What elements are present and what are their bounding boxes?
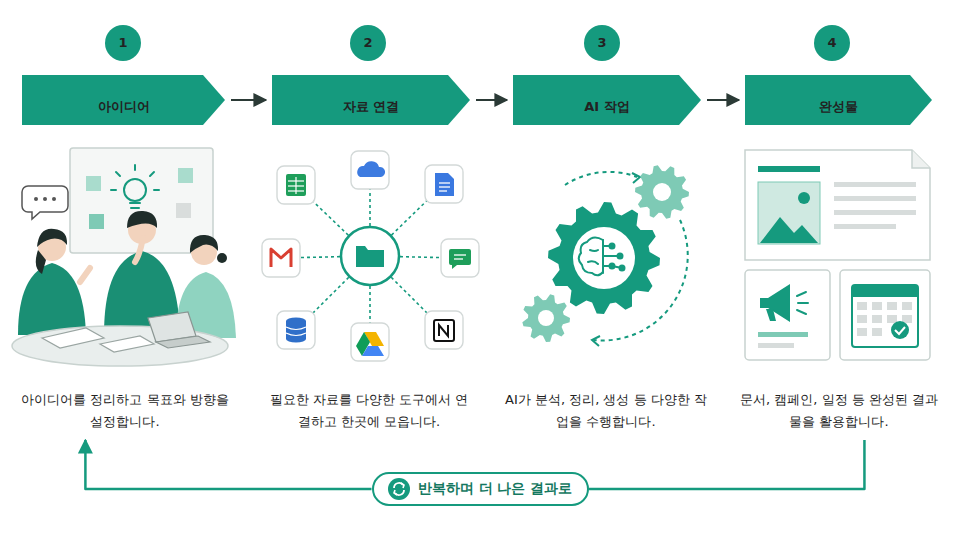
main-gear <box>548 202 660 314</box>
node-text: 2 <box>354 32 382 53</box>
step-number: 4 <box>814 25 850 61</box>
node-text: AI 작업 <box>517 96 697 117</box>
calendar-cell <box>887 315 897 323</box>
calendar-cell <box>857 328 867 336</box>
calendar-cell <box>857 302 867 310</box>
calendar-cell <box>887 302 897 310</box>
small-gear <box>522 294 570 342</box>
calendar-cell <box>872 302 882 310</box>
node-text: 아이디어 <box>26 96 221 117</box>
node-text: 1 <box>109 32 137 53</box>
calendar-cell <box>872 315 882 323</box>
node-text: 완성물 <box>749 96 928 117</box>
gear-hub <box>653 183 671 201</box>
refresh-icon <box>388 478 410 500</box>
small-gear <box>635 165 689 218</box>
loop-pill: 반복하며 더 나은 결과로 <box>372 472 589 506</box>
gear-hub <box>573 227 635 289</box>
node-text: 문서, 캠페인, 일정 등 완성된 결과물을 활용합니다. <box>737 389 941 432</box>
output-documents <box>745 150 930 360</box>
node-text: 필요한 자료를 다양한 도구에서 연결하고 한곳에 모읍니다. <box>264 389 474 432</box>
node-text: 자료 연결 <box>276 96 466 117</box>
step-banner: AI 작업 <box>513 75 701 125</box>
calendar-cell <box>872 328 882 336</box>
speech-bubble <box>22 186 68 219</box>
step-column: 아이디어를 정리하고 목표와 방향을 설정합니다. 1 아이디어 <box>15 22 235 440</box>
step-banner: 완성물 <box>745 75 932 125</box>
node-text: 4 <box>818 32 846 53</box>
step-arrow <box>476 99 507 101</box>
step-number: 1 <box>105 25 141 61</box>
step-banner: 아이디어 <box>22 75 225 125</box>
node-text: AI가 분석, 정리, 생성 등 다양한 작업을 수행합니다. <box>504 389 708 432</box>
ai-gears <box>522 165 689 346</box>
table <box>12 312 228 366</box>
step-banner: 자료 연결 <box>272 75 470 125</box>
tool-hub <box>262 151 479 361</box>
gear-hub <box>538 310 554 326</box>
people <box>18 211 236 338</box>
calendar-cell <box>857 315 867 323</box>
step-number: 3 <box>584 25 620 61</box>
step-arrow <box>707 99 739 101</box>
step-number: 2 <box>350 25 386 61</box>
step-column: AI가 분석, 정리, 생성 등 다양한 작업을 수행합니다. 3 AI 작업 <box>500 22 712 440</box>
loop-line <box>85 440 371 489</box>
node-text: 3 <box>588 32 616 53</box>
step-arrow <box>231 99 266 101</box>
step-column: 문서, 캠페인, 일정 등 완성된 결과물을 활용합니다. 4 완성물 <box>733 22 945 440</box>
node-text: 반복하며 더 나은 결과로 <box>418 480 573 498</box>
node-text: 아이디어를 정리하고 목표와 방향을 설정합니다. <box>19 389 231 432</box>
step-column: 필요한 자료를 다양한 도구에서 연결하고 한곳에 모읍니다. 2 자료 연결 <box>260 22 478 440</box>
loop-line <box>589 440 865 489</box>
calendar-cell <box>902 302 912 310</box>
brain-icon <box>579 237 625 275</box>
